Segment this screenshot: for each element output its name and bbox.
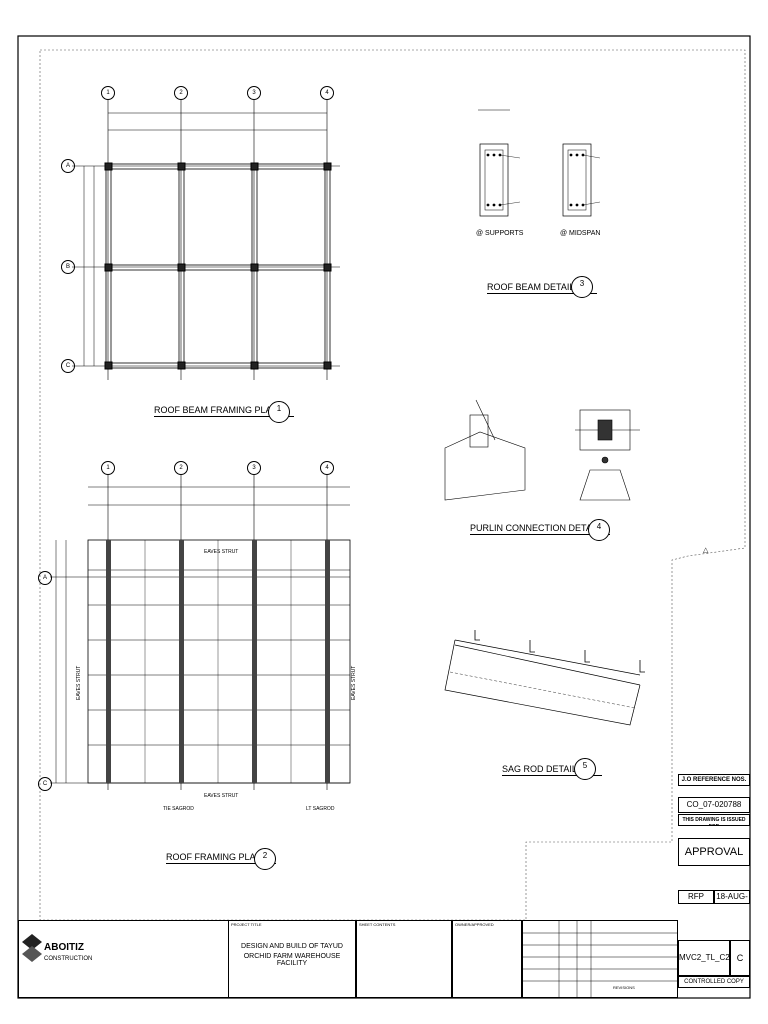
caption-number-bubble: 4 — [588, 519, 610, 541]
company-name: ABOITIZ — [44, 942, 84, 953]
logo-mark — [22, 934, 42, 962]
company-logo: ABOITIZ CONSTRUCTION — [22, 930, 92, 970]
issued-for-value: APPROVAL — [678, 838, 750, 866]
grid-bubble-col-4: 4 — [320, 86, 334, 100]
company-tagline: CONSTRUCTION — [44, 956, 93, 962]
svg-text:TIE SAGROD: TIE SAGROD — [163, 806, 194, 812]
grid-bubble-col-2: 2 — [174, 461, 188, 475]
caption-4: PURLIN CONNECTION DETAIL 4 — [470, 519, 610, 541]
svg-text:EAVES STRUT: EAVES STRUT — [204, 793, 238, 799]
grid-bubble-col-3: 3 — [247, 86, 261, 100]
grid-bubble-col-1: 1 — [101, 86, 115, 100]
grid-bubble-col-4: 4 — [320, 461, 334, 475]
revisions-cell: REVISIONS — [522, 920, 678, 998]
caption-number-bubble: 2 — [254, 848, 276, 870]
caption-title: SAG ROD DETAILS — [502, 764, 602, 776]
issued-for-header: THIS DRAWING IS ISSUED FOR — [678, 814, 750, 826]
roof-beam-detail — [478, 109, 601, 217]
sheet-contents-label: SHEET CONTENTS — [359, 922, 396, 927]
revisions-label: REVISIONS — [613, 985, 635, 990]
caption-2: ROOF FRAMING PLAN 2 — [166, 848, 276, 870]
ref-header: J.O REFERENCE NOS. — [678, 774, 750, 786]
svg-text:EAVES STRUT: EAVES STRUT — [76, 666, 82, 700]
sheet-number: MVC2_TL_C202 — [678, 940, 730, 976]
roof-beam-framing-plan — [72, 100, 340, 380]
revisions-grid — [523, 921, 677, 997]
grid-bubble-row-b: B — [61, 260, 75, 274]
purlin-connection-detail — [444, 399, 640, 501]
ref-number: CO_07-020788 — [678, 797, 750, 813]
grid-bubble-row-c: C — [38, 777, 52, 791]
caption-number-bubble: 3 — [571, 276, 593, 298]
caption-number-bubble: 1 — [268, 401, 290, 423]
grid-bubble-col-1: 1 — [101, 461, 115, 475]
owner-label: OWNER/APPROVED — [455, 922, 494, 927]
caption-3: ROOF BEAM DETAIL 3 — [487, 276, 597, 298]
caption-title: PURLIN CONNECTION DETAIL — [470, 523, 610, 535]
roof-framing-plan: EAVES STRUT EAVES STRUT EAVES STRUT EAVE… — [50, 475, 357, 812]
project-title-line2: ORCHID FARM WAREHOUSE FACILITY — [243, 953, 341, 967]
grid-bubble-col-3: 3 — [247, 461, 261, 475]
svg-text:EAVES STRUT: EAVES STRUT — [204, 549, 238, 555]
controlled-copy: CONTROLLED COPY — [678, 976, 750, 988]
revision-letter: C — [730, 940, 750, 976]
issue-date: 18-AUG-23 — [714, 890, 750, 904]
caption-title: ROOF FRAMING PLAN — [166, 852, 276, 864]
svg-text:△: △ — [703, 547, 709, 554]
midspan-label: @ MIDSPAN — [560, 230, 601, 237]
sheet-contents-cell: SHEET CONTENTS — [356, 920, 452, 998]
project-title-label: PROJECT TITLE — [231, 922, 262, 927]
caption-title: ROOF BEAM DETAIL — [487, 282, 597, 294]
supports-label: @ SUPPORTS — [476, 230, 524, 237]
rfp-label: RFP — [678, 890, 714, 904]
svg-text:EAVES STRUT: EAVES STRUT — [351, 666, 357, 700]
grid-bubble-row-c: C — [61, 359, 75, 373]
grid-bubble-row-a: A — [38, 571, 52, 585]
caption-title: ROOF BEAM FRAMING PLAN — [154, 405, 294, 417]
caption-number-bubble: 5 — [574, 758, 596, 780]
caption-1: ROOF BEAM FRAMING PLAN 1 — [154, 401, 294, 423]
sag-rod-detail — [444, 630, 645, 726]
grid-bubble-row-a: A — [61, 159, 75, 173]
project-title-line1: DESIGN AND BUILD OF TAYUD — [241, 943, 343, 950]
grid-bubble-col-2: 2 — [174, 86, 188, 100]
svg-text:LT SAGROD: LT SAGROD — [306, 806, 335, 812]
owner-cell: OWNER/APPROVED — [452, 920, 522, 998]
caption-5: SAG ROD DETAILS 5 — [502, 758, 602, 780]
project-title-cell: PROJECT TITLE DESIGN AND BUILD OF TAYUD … — [228, 920, 356, 998]
